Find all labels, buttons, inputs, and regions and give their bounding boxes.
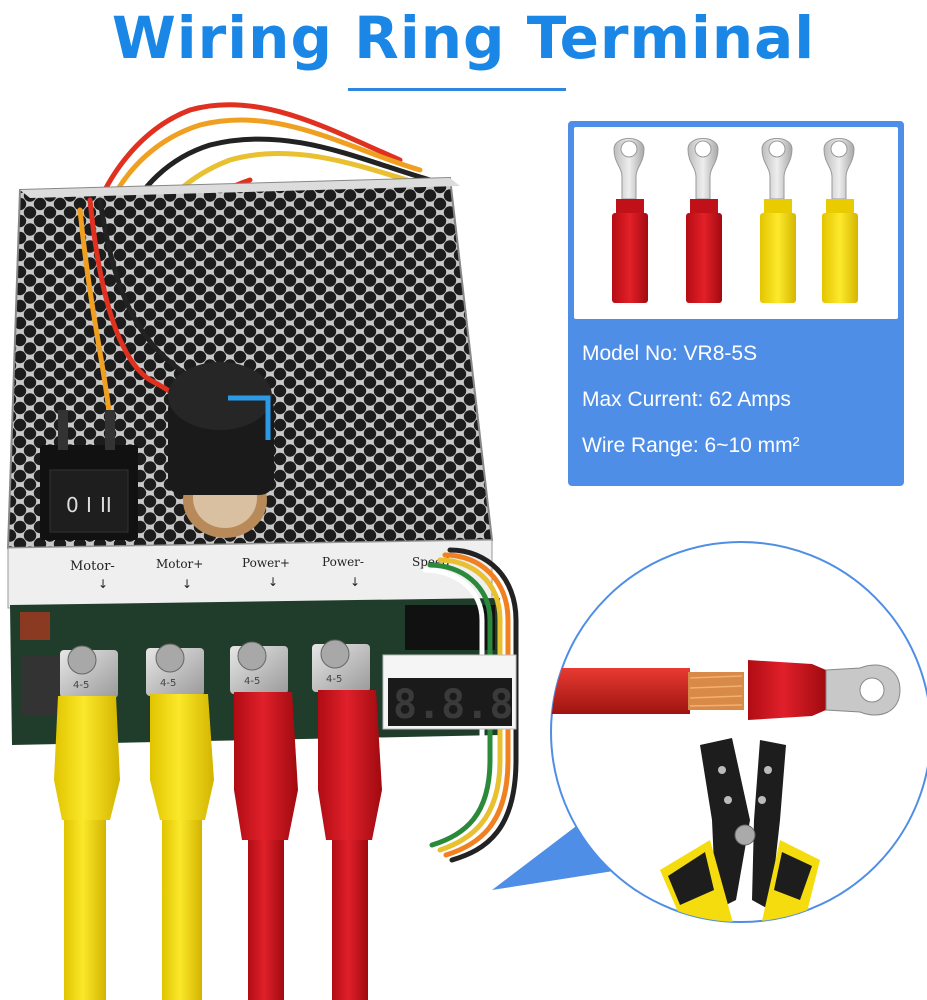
red-wire-1 xyxy=(234,692,298,1000)
display-readout: 8.8.8 xyxy=(393,682,513,728)
page-title: Wiring Ring Terminal xyxy=(0,2,927,74)
terminal-mark-2: 4-5 xyxy=(160,678,176,689)
yellow-wire-1 xyxy=(54,696,120,1000)
title-word-wiring: Wiring xyxy=(111,4,333,72)
yellow-ring-terminal-2 xyxy=(822,138,858,303)
ribbon-wires xyxy=(422,547,519,863)
speed-knob xyxy=(168,362,274,538)
svg-text:II: II xyxy=(100,493,112,517)
spec-wire-range: Wire Range: 6~10 mm² xyxy=(582,434,800,457)
yellow-ring-terminal-1 xyxy=(760,138,796,303)
svg-text:↓: ↓ xyxy=(182,577,192,591)
title-underline xyxy=(348,88,566,91)
terminal-mark-4: 4-5 xyxy=(326,674,342,685)
title-word-terminal: Terminal xyxy=(526,4,816,72)
svg-text:↓: ↓ xyxy=(98,577,108,591)
spec-card: Model No: VR8-5S Max Current: 62 Amps Wi… xyxy=(568,121,904,486)
terminal-mark-1: 4-5 xyxy=(73,680,89,691)
svg-text:0: 0 xyxy=(66,493,79,517)
label-motor-minus: Motor- xyxy=(70,559,115,574)
terminal-mark-3: 4-5 xyxy=(244,676,260,687)
spec-max-current: Max Current: 62 Amps xyxy=(582,388,791,411)
rocker-switch: 0 I II xyxy=(40,410,138,540)
svg-text:↓: ↓ xyxy=(350,575,360,589)
svg-text:↓: ↓ xyxy=(268,575,278,589)
label-power-minus: Power- xyxy=(322,555,364,569)
label-power-plus: Power+ xyxy=(242,556,290,570)
magnified-callout xyxy=(550,541,927,923)
spec-model: Model No: VR8-5S xyxy=(582,342,758,365)
terminal-product-image xyxy=(574,127,898,319)
title-word-ring: Ring xyxy=(354,4,506,72)
board-terminals: 4-5 4-5 4-5 4-5 xyxy=(60,639,370,698)
red-ring-terminal-2 xyxy=(686,138,722,303)
svg-text:I: I xyxy=(86,493,92,517)
red-ring-terminal-1 xyxy=(612,138,648,303)
crimper-tool xyxy=(660,738,820,922)
yellow-wire-2 xyxy=(150,694,214,1000)
label-motor-plus: Motor+ xyxy=(156,557,203,571)
board-labels: Motor- ↓ Motor+ ↓ Power+ ↓ Power- ↓ Spee… xyxy=(70,555,450,591)
led-display: 8.8.8 xyxy=(382,654,517,730)
red-wire-2 xyxy=(318,690,382,1000)
